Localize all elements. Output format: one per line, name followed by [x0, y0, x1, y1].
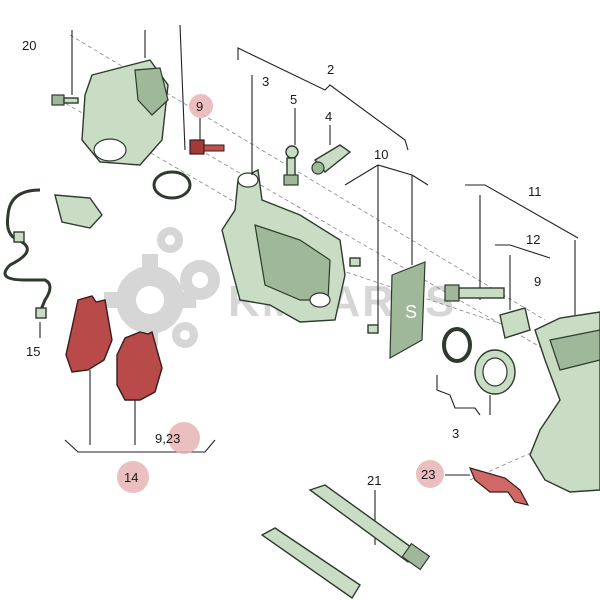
part-3-caliper-carrier: [221, 168, 346, 323]
part-20-bolt: [51, 30, 79, 106]
label-9-spring: 9: [534, 274, 541, 289]
label-20: 20: [22, 38, 36, 53]
label-3-bottom: 3: [452, 426, 459, 441]
part-o-ring: [152, 170, 192, 200]
part-9-bolt: [189, 118, 225, 155]
part-seal: [442, 327, 472, 363]
label-9-23: 9,23: [155, 431, 180, 446]
label-9-bolt: 9: [196, 99, 203, 114]
part-9-spring: [499, 255, 531, 339]
part-14-brake-pads: [65, 295, 163, 401]
part-5-guide-pin: [283, 108, 299, 186]
label-3-top: 3: [262, 74, 269, 89]
label-5: 5: [290, 92, 297, 107]
part-10-clips: S: [344, 164, 429, 360]
label-10: 10: [374, 147, 388, 162]
part-11-caliper-housing: [529, 240, 600, 493]
leader-lines: [64, 47, 579, 476]
label-15: 15: [26, 344, 40, 359]
part-motor-housing: [81, 24, 186, 166]
gear-icon: [157, 227, 183, 253]
label-4: 4: [325, 109, 332, 124]
part-piston: [474, 349, 516, 395]
label-12: 12: [526, 232, 540, 247]
part-23-spring-clip: [468, 467, 530, 506]
gear-icon: [172, 322, 198, 348]
label-21: 21: [367, 473, 381, 488]
label-11: 11: [528, 184, 542, 199]
highlight-9: [189, 94, 213, 118]
gear-icon: [180, 260, 220, 300]
part-15-sensor-cable: [3, 188, 103, 338]
label-14: 14: [124, 470, 138, 485]
part-21-grease-tubes: [260, 484, 431, 599]
part-12-guide-bolt: [444, 195, 505, 302]
clip-mark: S: [405, 302, 417, 322]
highlight-14: [117, 461, 149, 493]
part-4-bleed-valve: [311, 125, 352, 175]
label-2: 2: [327, 62, 334, 77]
label-23: 23: [421, 467, 435, 482]
part-labels: 20 9 3 2 5 4 10 11 12 9 15 3 9,23 14 23 …: [22, 38, 542, 488]
highlight-23: [416, 460, 444, 488]
highlight-9-23: [168, 422, 200, 454]
